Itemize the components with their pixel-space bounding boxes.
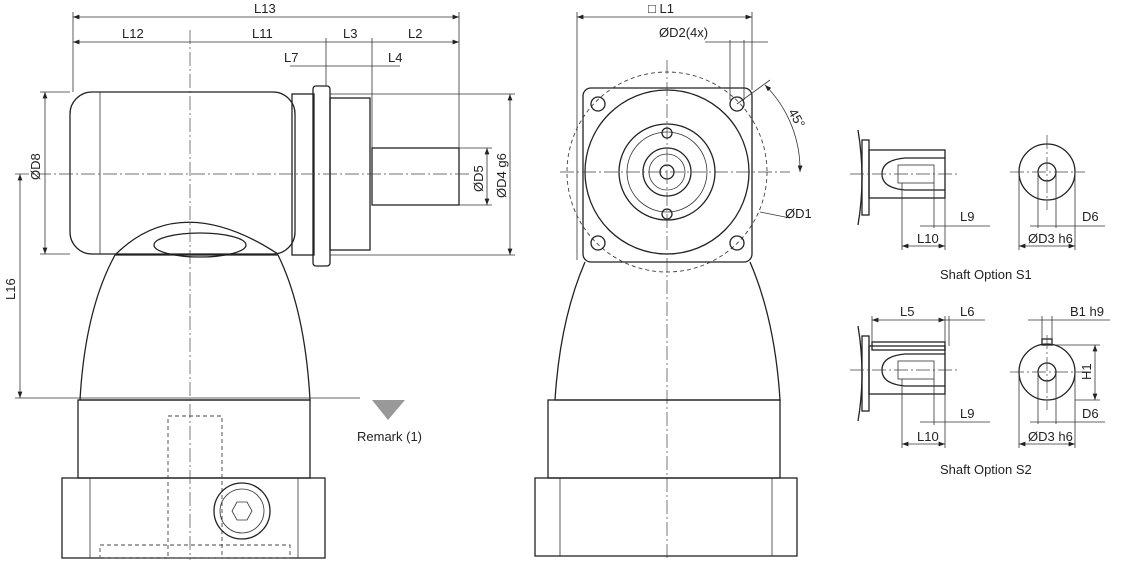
dim-d4: ØD4 g6 [494, 153, 509, 198]
dim-l16: L16 [3, 278, 18, 300]
dim-d1: ØD1 [785, 206, 812, 221]
dim-l4: L4 [388, 50, 402, 65]
dim-h1: H1 [1079, 363, 1094, 380]
dim-b1: B1 h9 [1070, 304, 1104, 319]
dim-l7: L7 [284, 50, 298, 65]
dim-l13: L13 [254, 1, 276, 16]
angle-45: 45° [785, 106, 808, 131]
dim-d8: ØD8 [28, 153, 43, 180]
dim-d3: ØD3 h6 [1028, 429, 1073, 444]
side-view: L13 L12 L11 L3 L2 L7 L4 ØD8 ØD5 ØD4 g6 L… [3, 1, 515, 560]
dim-l11: L11 [252, 26, 273, 41]
dim-d2: ØD2(4x) [659, 25, 708, 40]
dim-l10: L10 [917, 429, 939, 444]
remark-triangle-icon [372, 400, 405, 420]
dim-d5: ØD5 [471, 165, 486, 192]
shaft-option-s2: L5 L6 B1 h9 H1 L9 L10 ØD3 h6 D6 Shaft Op… [850, 304, 1110, 477]
dim-d3: ØD3 h6 [1028, 231, 1073, 246]
dim-l12: L12 [122, 26, 144, 41]
dim-l6: L6 [960, 304, 974, 319]
front-view: □ L1 ØD2(4x) 45° ØD1 [534, 1, 812, 560]
caption-s2: Shaft Option S2 [940, 462, 1032, 477]
dim-l9: L9 [960, 406, 974, 421]
dim-d6: D6 [1082, 406, 1099, 421]
dim-l10: L10 [917, 231, 939, 246]
dim-l5: L5 [900, 304, 914, 319]
dim-l3: L3 [343, 26, 357, 41]
dim-l1: □ L1 [648, 1, 674, 16]
dim-l9: L9 [960, 209, 974, 224]
remark-label: Remark (1) [357, 429, 422, 444]
caption-s1: Shaft Option S1 [940, 267, 1032, 282]
dim-l2: L2 [408, 26, 422, 41]
dim-d6: D6 [1082, 209, 1099, 224]
shaft-option-s1: L9 L10 ØD3 h6 D6 Shaft Option S1 [850, 129, 1105, 282]
